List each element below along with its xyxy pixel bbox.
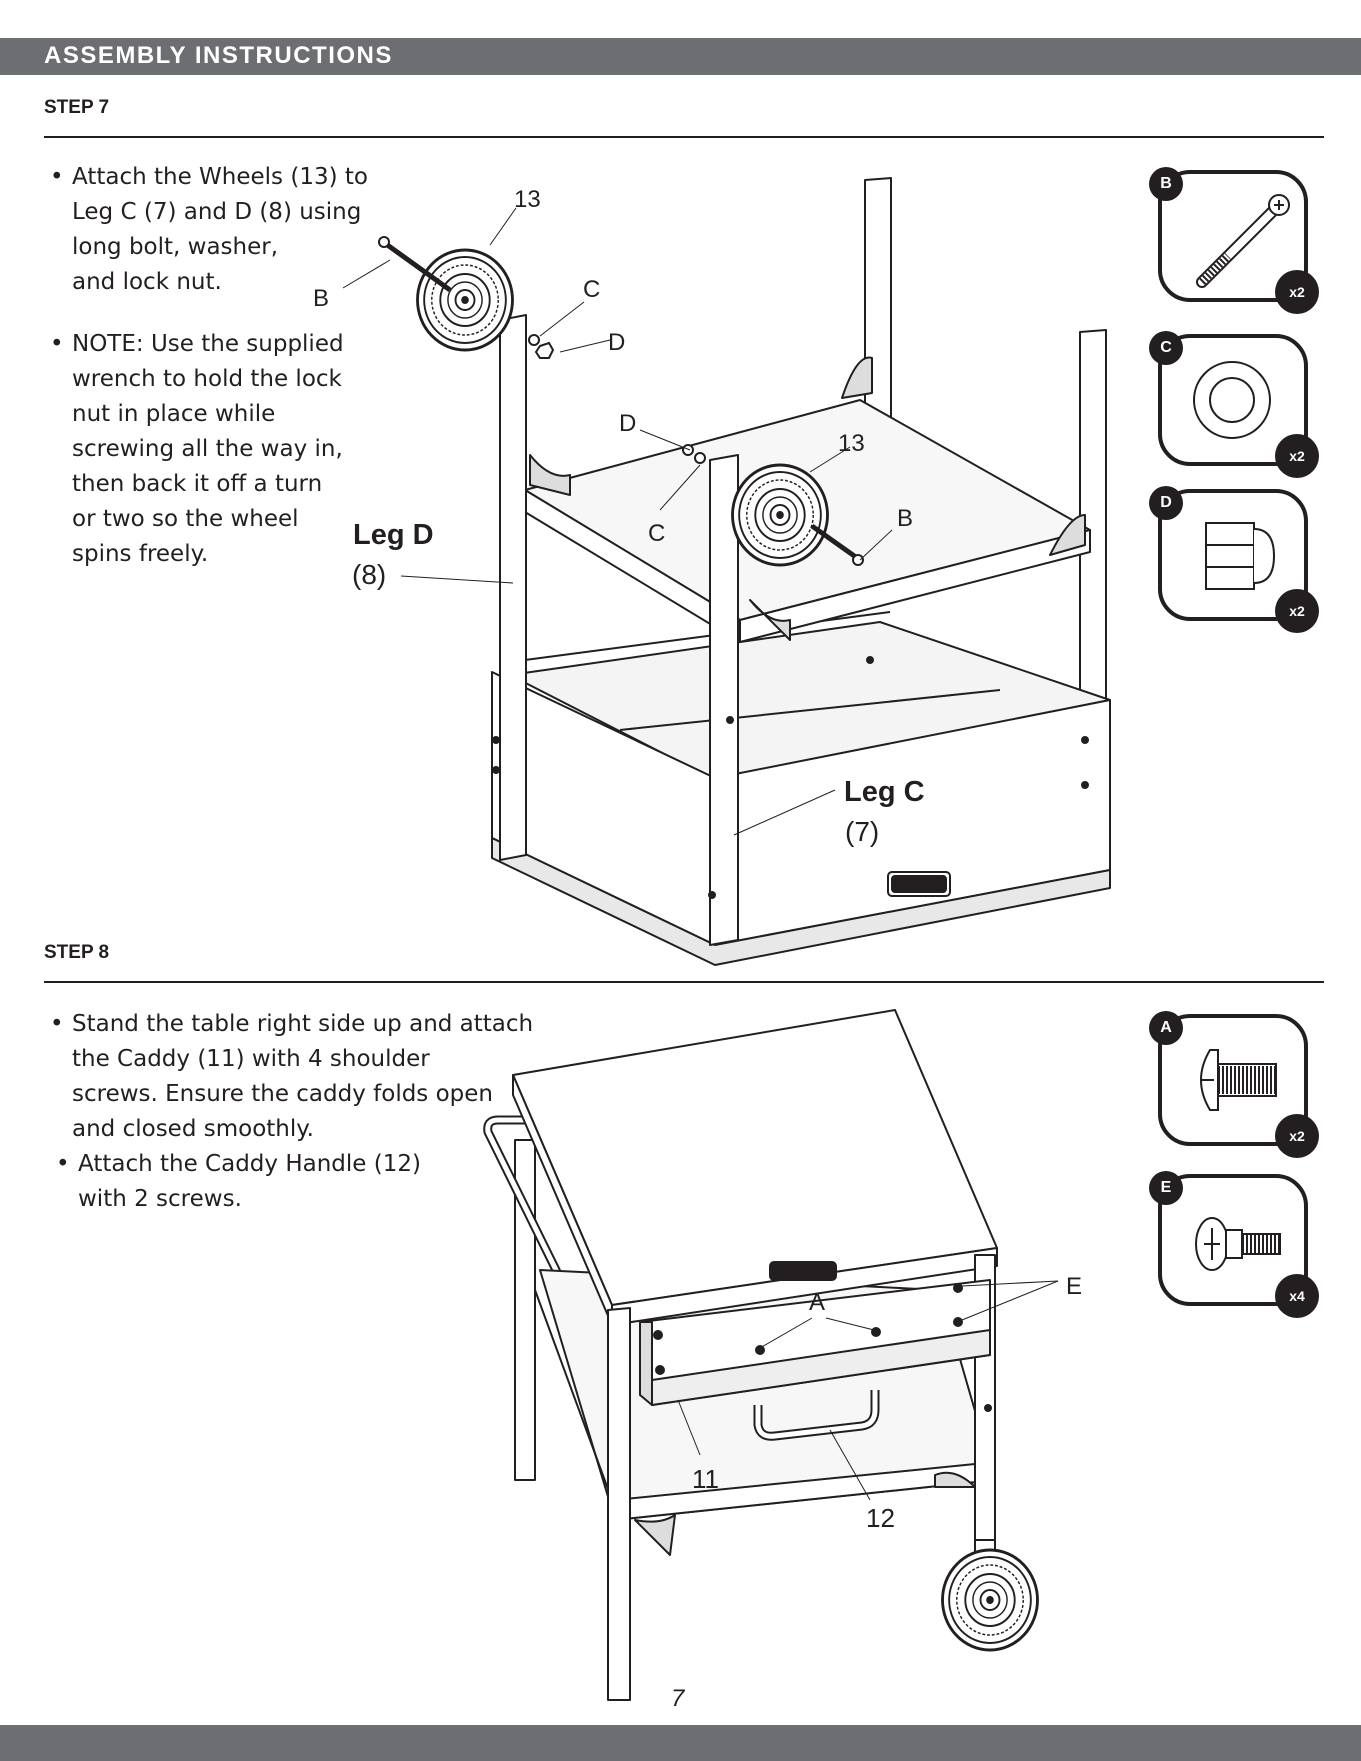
- front-left-leg: [607, 1307, 631, 1701]
- callout-d-top: D: [608, 329, 625, 356]
- step7-bullet-1: •Attach the Wheels (13) to Leg C (7) and…: [50, 164, 368, 295]
- step8-divider: [44, 981, 1324, 983]
- long-bolt-icon: [1196, 194, 1290, 288]
- page-number: 7: [671, 1685, 685, 1712]
- callout-13-mid: 13: [838, 430, 865, 457]
- callout-e: E: [1066, 1273, 1082, 1300]
- footer-bar: [0, 1725, 1361, 1761]
- wheel-top-drawing: [416, 248, 514, 352]
- step8-cart-drawing: [483, 1009, 998, 1701]
- callout-13-top: 13: [514, 186, 541, 213]
- part-card-b: [1158, 170, 1308, 302]
- step7-leader-lines: [342, 207, 893, 836]
- leg-d-number: (8): [352, 559, 386, 590]
- step8-title: STEP 8: [44, 942, 110, 963]
- bolt-b-drawings: [378, 236, 864, 566]
- qty-badge-e: x4: [1275, 1274, 1319, 1318]
- step8-bullet-1: •Stand the table right side up and attac…: [50, 1011, 534, 1142]
- wheel-step8-drawing: [941, 1548, 1039, 1652]
- leg-d-post: [499, 314, 527, 861]
- callout-12: 12: [866, 1503, 895, 1533]
- qty-badge-c: x2: [1275, 434, 1319, 478]
- lock-nut-icon: [1205, 522, 1276, 590]
- callout-b-mid: B: [897, 505, 913, 532]
- qty-badge-b: x2: [1275, 270, 1319, 314]
- part-badge-e: E: [1149, 1171, 1183, 1205]
- part-badge-d: D: [1149, 486, 1183, 520]
- part-card-c: [1158, 334, 1308, 466]
- qty-badge-a: x2: [1275, 1114, 1319, 1158]
- callout-a: A: [809, 1289, 825, 1316]
- shoulder-screw-icon: [1195, 1217, 1281, 1271]
- header-bar: ASSEMBLY INSTRUCTIONS: [0, 38, 1361, 75]
- leg-d-label: Leg D: [353, 519, 434, 551]
- part-badge-b: B: [1149, 167, 1183, 201]
- leg-c-label: Leg C: [844, 776, 925, 808]
- step7-divider: [44, 136, 1324, 138]
- leg-c-number: (7): [845, 816, 879, 847]
- callout-11: 11: [692, 1464, 719, 1494]
- leg-c-post: [709, 454, 739, 946]
- washer-icon: [1193, 361, 1271, 439]
- callout-c-top: C: [583, 276, 600, 303]
- screw-icon: [1200, 1049, 1277, 1111]
- header-title: ASSEMBLY INSTRUCTIONS: [44, 42, 393, 69]
- step7-bullet-2: •NOTE: Use the supplied wrench to hold t…: [50, 331, 344, 567]
- callout-c-mid: C: [648, 520, 665, 547]
- step8-instructions: •Stand the table right side up and attac…: [50, 1007, 533, 1217]
- step7-instructions: •Attach the Wheels (13) to Leg C (7) and…: [50, 160, 368, 572]
- step8-leader-lines: [677, 1280, 1059, 1501]
- part-badge-c: C: [1149, 331, 1183, 365]
- callout-b-top: B: [313, 285, 329, 312]
- part-badge-a: A: [1149, 1011, 1183, 1045]
- qty-badge-d: x2: [1275, 589, 1319, 633]
- step8-bullet-2: •Attach the Caddy Handle (12) with 2 scr…: [56, 1151, 421, 1212]
- wheel-mid-drawing: [731, 463, 829, 567]
- step7-title: STEP 7: [44, 97, 110, 118]
- callout-d-mid: D: [619, 410, 636, 437]
